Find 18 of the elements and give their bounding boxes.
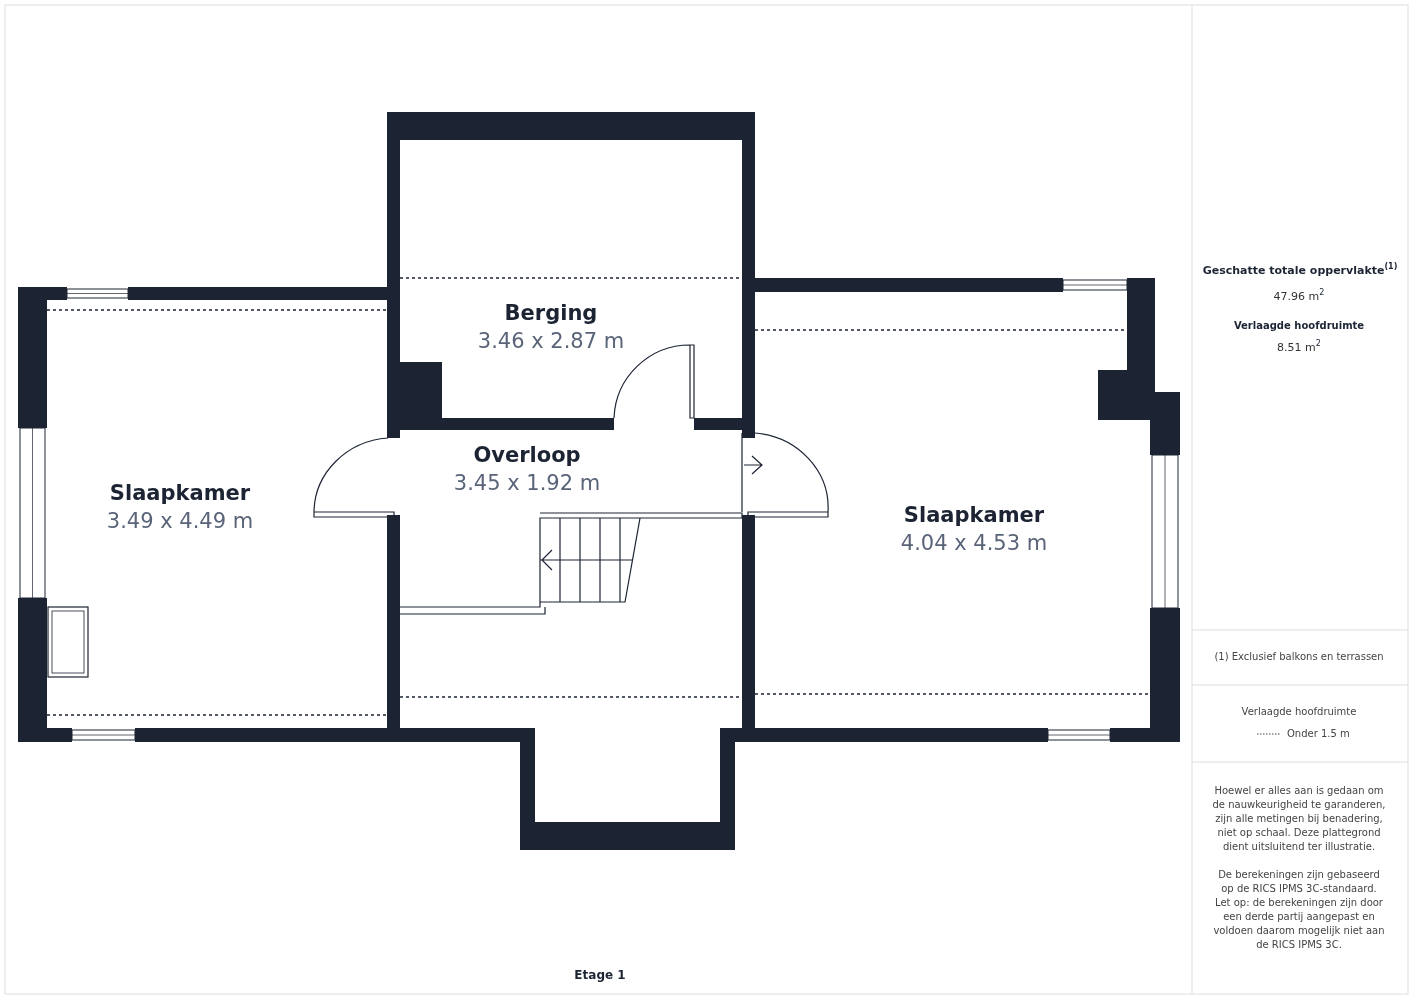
legend-text: Onder 1.5 m xyxy=(1287,728,1350,739)
room-dimensions: 3.45 x 1.92 m xyxy=(453,471,601,495)
area-value: 47.96 m$^{2}$ xyxy=(1272,288,1326,303)
footnote: (1) Exclusief balkons en terrassen xyxy=(1213,651,1385,662)
room-dimensions: 3.49 x 4.49 m xyxy=(106,509,254,533)
legend-heading: Verlaagde hoofdruimte xyxy=(1240,706,1358,717)
floor-title: Etage 1 xyxy=(573,968,627,982)
area-value: 8.51 m$^{2}$ xyxy=(1276,339,1322,354)
room-dimensions: 3.46 x 2.87 m xyxy=(477,329,625,353)
room-name: Overloop xyxy=(473,443,581,467)
disclaimer-text: De berekeningen zijn gebaseerd op de RICS IPMS 3C-standaard. Let op: de berekeningen zijn door een derde partij aangepast en voldoen daarom mogelijk niet aan de RICS IPMS 3C. xyxy=(1212,868,1386,952)
room-name: Slaapkamer xyxy=(109,481,251,505)
room-name: Slaapkamer xyxy=(903,503,1045,527)
disclaimer-text: Hoewel er alles aan is gedaan om de nauwkeurigheid te garanderen, zijn alle metingen bij benadering, niet op schaal. Deze plattegrond dient uitsluitend ter illustratie. xyxy=(1212,784,1386,854)
room-name: Berging xyxy=(504,301,598,325)
room-dimensions: 4.04 x 4.53 m xyxy=(900,531,1048,555)
area-heading: Geschatte totale oppervlakte$^{(1)}$ xyxy=(1201,262,1399,277)
subheading: Verlaagde hoofdruimte xyxy=(1232,320,1366,331)
